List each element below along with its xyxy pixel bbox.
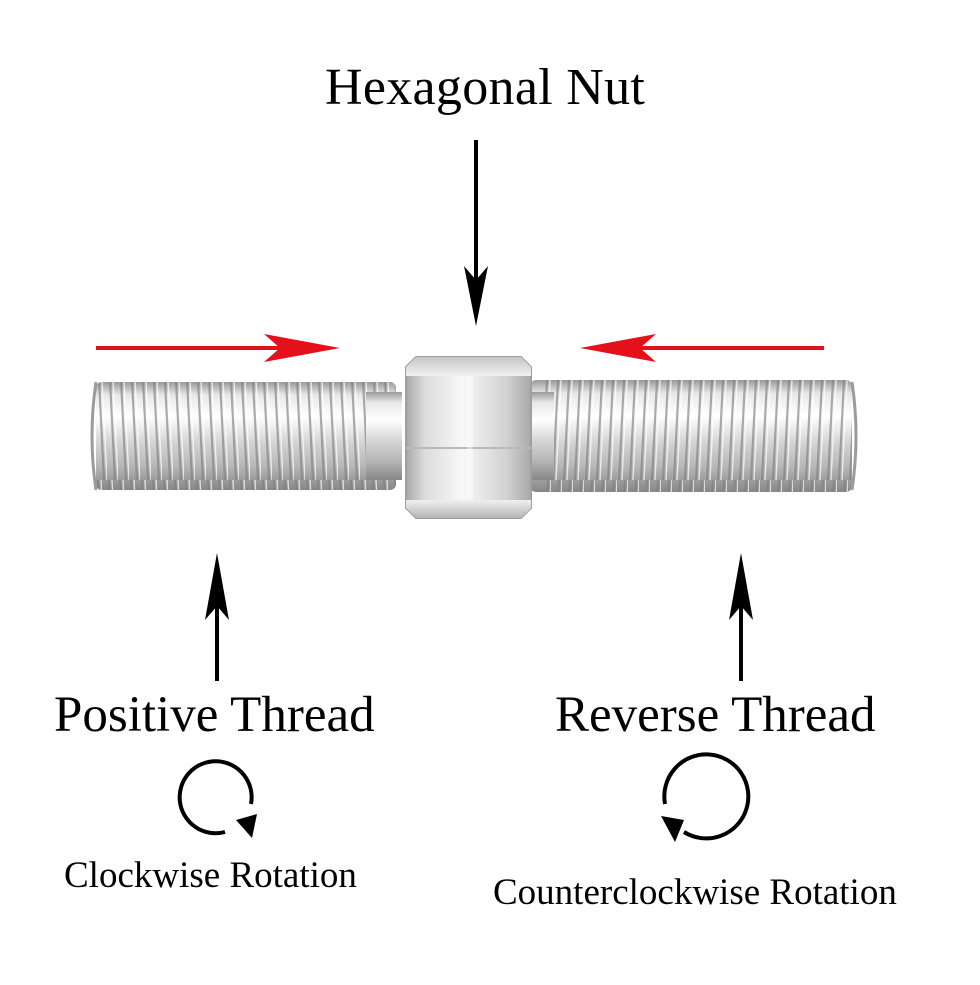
reverse-thread-label: Reverse Thread: [555, 687, 876, 743]
right-arrow-icon: [96, 334, 340, 362]
clockwise-rotation-icon: [177, 759, 257, 838]
positive-thread-up-arrow-icon: [205, 553, 229, 681]
counterclockwise-rotation-label: Counterclockwise Rotation: [493, 872, 897, 913]
left-arrow-icon: [580, 334, 824, 362]
reverse-thread-up-arrow-icon: [729, 553, 753, 681]
counterclockwise-rotation-icon: [661, 752, 751, 842]
down-arrow-icon: [464, 140, 488, 326]
positive-thread-label: Positive Thread: [54, 687, 375, 743]
hexagonal-nut: [405, 356, 532, 519]
reverse-thread-rod: [520, 380, 858, 492]
hexagonal-nut-label: Hexagonal Nut: [325, 59, 646, 116]
positive-thread-rod: [90, 381, 402, 491]
clockwise-rotation-label: Clockwise Rotation: [64, 855, 357, 896]
